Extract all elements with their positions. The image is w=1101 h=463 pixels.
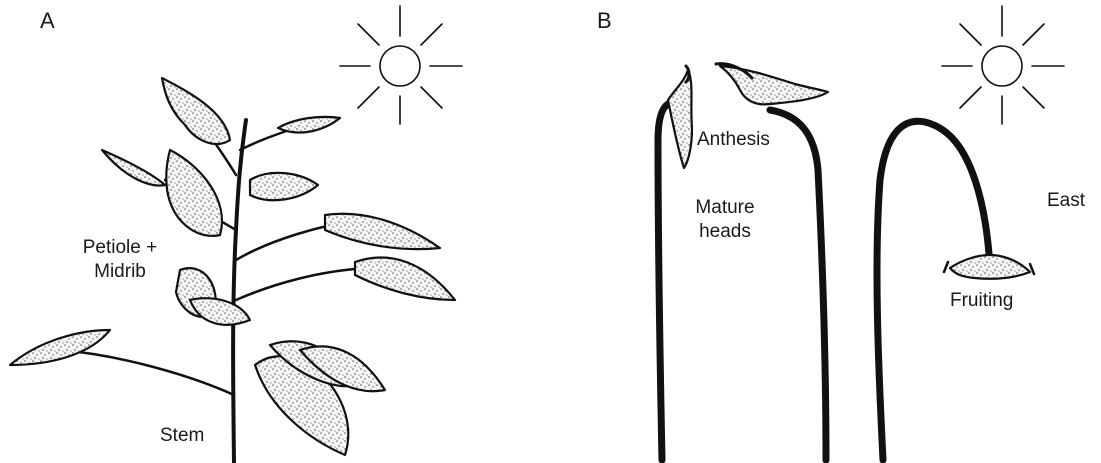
sunflower-anthesis — [658, 66, 692, 460]
fruiting-label: Fruiting — [950, 289, 1013, 312]
mature-heads-label-line2: heads — [685, 220, 765, 243]
sunflower-mature-head — [716, 64, 828, 460]
petiole-label: Petiole + — [60, 236, 180, 259]
midrib-label: Midrib — [60, 260, 180, 283]
panel-b-sun-icon — [942, 6, 1064, 124]
east-label: East — [1047, 189, 1085, 212]
panel-a-sun-icon — [340, 6, 462, 124]
panel-a-letter: A — [40, 9, 55, 32]
stem-label: Stem — [160, 424, 204, 447]
anthesis-label: Anthesis — [697, 128, 770, 151]
panel-b-letter: B — [597, 9, 612, 32]
mature-heads-label-line1: Mature — [685, 196, 765, 219]
